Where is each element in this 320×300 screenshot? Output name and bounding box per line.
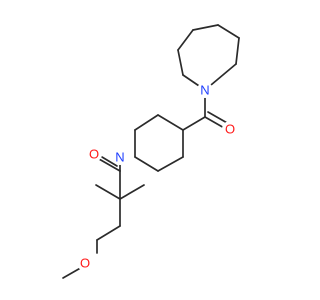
piperidine-ring [134,114,184,172]
bond [134,156,159,172]
atom-azepane-nitrogen: N [197,82,213,98]
structure-diagram: N O N O O [62,24,240,279]
bond [182,116,206,131]
bond [177,49,184,76]
oxygen-label: O [89,147,99,162]
oxygen-label: O [80,256,90,271]
atom-ketone-oxygen-right: O [222,121,238,137]
bond [192,24,219,31]
atom-ether-oxygen: O [77,255,93,271]
oxygen-label: O [225,122,235,137]
azepane-ring [177,24,240,91]
bond [235,37,240,65]
bond [95,184,121,200]
double-bond [101,156,118,167]
bond [177,29,194,51]
nitrogen-label: N [200,83,209,98]
bond [134,114,159,131]
molecule-canvas: N O N O O [62,24,240,279]
double-bond [207,111,230,125]
bond [157,114,184,131]
bond [96,225,121,241]
bond [119,184,145,200]
side-chain [62,170,145,279]
bond [157,156,184,172]
nitrogen-label: N [115,150,124,165]
double-bond [98,158,121,172]
atom-ketone-oxygen-left: O [86,146,102,162]
bond [217,24,240,39]
atom-piperidine-nitrogen: N [112,149,128,165]
